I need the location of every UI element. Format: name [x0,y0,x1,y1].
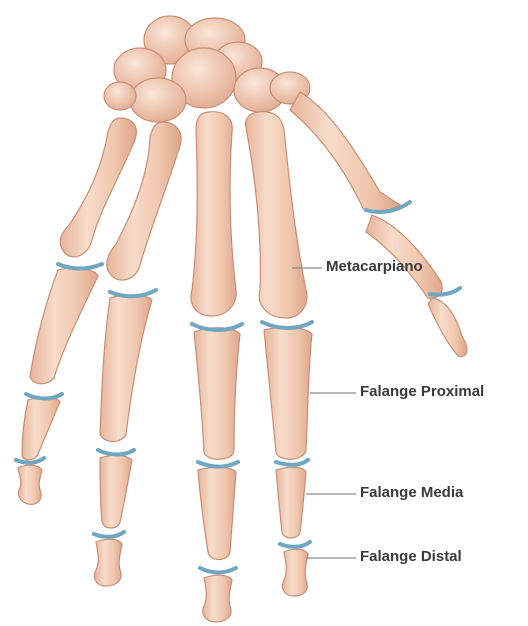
label-falange-distal: Falange Distal [360,548,462,566]
metacarpal-bones [60,92,400,318]
label-falange-media: Falange Media [360,484,463,502]
thumb-phalanges [366,215,467,356]
label-metacarpiano: Metacarpiano [326,258,423,276]
label-falange-proximal: Falange Proximal [360,383,484,401]
distal-phalanges [18,465,308,622]
middle-phalanges [22,397,306,559]
carpal-bones [104,16,310,122]
